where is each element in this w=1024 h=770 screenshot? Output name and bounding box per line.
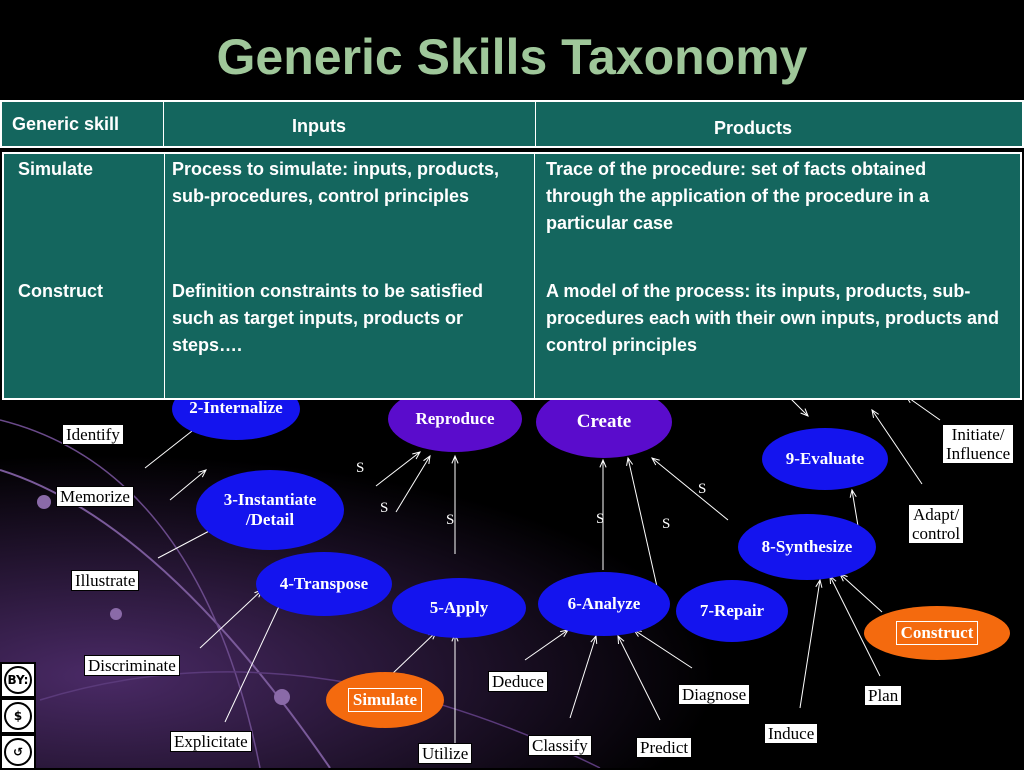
s-label: S <box>662 516 671 532</box>
node-instantiate: 3-Instantiate /Detail <box>196 470 344 550</box>
connector-line <box>871 409 923 485</box>
connector-line <box>799 579 821 709</box>
arrowhead <box>451 454 459 464</box>
leaf-classify: Classify <box>528 735 592 756</box>
node-simulate: Simulate <box>326 672 444 728</box>
connector-line <box>395 455 431 513</box>
connector-line <box>199 589 263 649</box>
node-analyze: 6-Analyze <box>538 572 670 636</box>
connector-line <box>617 635 661 721</box>
leaf-plan: Plan <box>864 685 903 706</box>
leaf-discriminate: Discriminate <box>84 655 180 676</box>
leaf-deduce: Deduce <box>488 671 548 692</box>
s-label: S <box>446 512 455 528</box>
connector-line <box>905 395 941 421</box>
table-row-construct-products: A model of the process: its inputs, prod… <box>546 281 1000 355</box>
header-generic-skill: Generic skill <box>2 102 164 146</box>
arrowhead <box>198 469 207 478</box>
arrowhead <box>815 578 823 588</box>
table-row-simulate-skill: Simulate <box>18 159 94 179</box>
leaf-utilize: Utilize <box>418 743 473 764</box>
table-row-simulate-products: Trace of the procedure: set of facts obt… <box>546 159 930 233</box>
arrowhead <box>651 457 660 466</box>
leaf-adapt-control: Adapt/ control <box>908 504 965 544</box>
table-header: Generic skill Inputs Products <box>0 100 1024 148</box>
connector-line <box>839 573 883 613</box>
leaf-identify: Identify <box>62 424 124 445</box>
connector-line <box>169 469 207 501</box>
arrowhead <box>590 634 598 645</box>
arrowhead <box>626 456 634 466</box>
leaf-explicitate: Explicitate <box>170 731 252 752</box>
table-row-construct-skill: Construct <box>18 281 103 301</box>
leaf-induce: Induce <box>764 723 819 744</box>
connector-line <box>829 575 881 677</box>
connector-line <box>633 629 693 669</box>
connector-line <box>224 599 283 723</box>
node-transpose: 4-Transpose <box>256 552 392 616</box>
skills-table: Generic skill Inputs Products Simulate P… <box>0 100 1024 402</box>
node-synthesize: 8-Synthesize <box>738 514 876 580</box>
leaf-memorize: Memorize <box>56 486 134 507</box>
cc-sa-icon: ↺ <box>0 734 36 770</box>
table-row-construct-inputs: Definition constraints to be satisfied s… <box>172 281 484 355</box>
leaf-diagnose: Diagnose <box>678 684 751 705</box>
node-construct: Construct <box>864 606 1010 660</box>
cc-by-icon: BY: <box>0 662 36 698</box>
s-label: S <box>596 511 605 527</box>
arrowhead <box>849 488 857 498</box>
connector-line <box>651 457 729 521</box>
header-inputs: Inputs <box>164 102 536 146</box>
arrowhead <box>800 408 809 417</box>
node-apply: 5-Apply <box>392 578 526 638</box>
s-label: S <box>698 481 707 497</box>
slide-title: Generic Skills Taxonomy <box>216 29 808 85</box>
leaf-illustrate: Illustrate <box>71 570 140 591</box>
connector-line <box>569 635 597 719</box>
connector-line <box>389 631 437 677</box>
table-row-simulate-inputs: Process to simulate: inputs, products, s… <box>172 159 500 206</box>
leaf-predict: Predict <box>636 737 693 758</box>
arrowhead <box>617 634 625 645</box>
s-label: S <box>356 460 365 476</box>
node-repair: 7-Repair <box>676 580 788 642</box>
connector-line <box>627 457 661 601</box>
connector-line <box>375 451 421 487</box>
arrowhead <box>871 408 879 418</box>
connector-line <box>524 629 569 661</box>
header-products: Products <box>714 118 793 138</box>
leaf-initiate-influence: Initiate/ Influence <box>942 424 1015 464</box>
arrowhead <box>412 451 422 460</box>
node-evaluate: 9-Evaluate <box>762 428 888 490</box>
arrowhead <box>599 458 607 468</box>
arrowhead <box>423 454 431 464</box>
table-body: Simulate Process to simulate: inputs, pr… <box>2 152 1022 400</box>
s-label: S <box>380 500 389 516</box>
cc-nc-icon: $ <box>0 698 36 734</box>
connector-line <box>789 397 809 417</box>
